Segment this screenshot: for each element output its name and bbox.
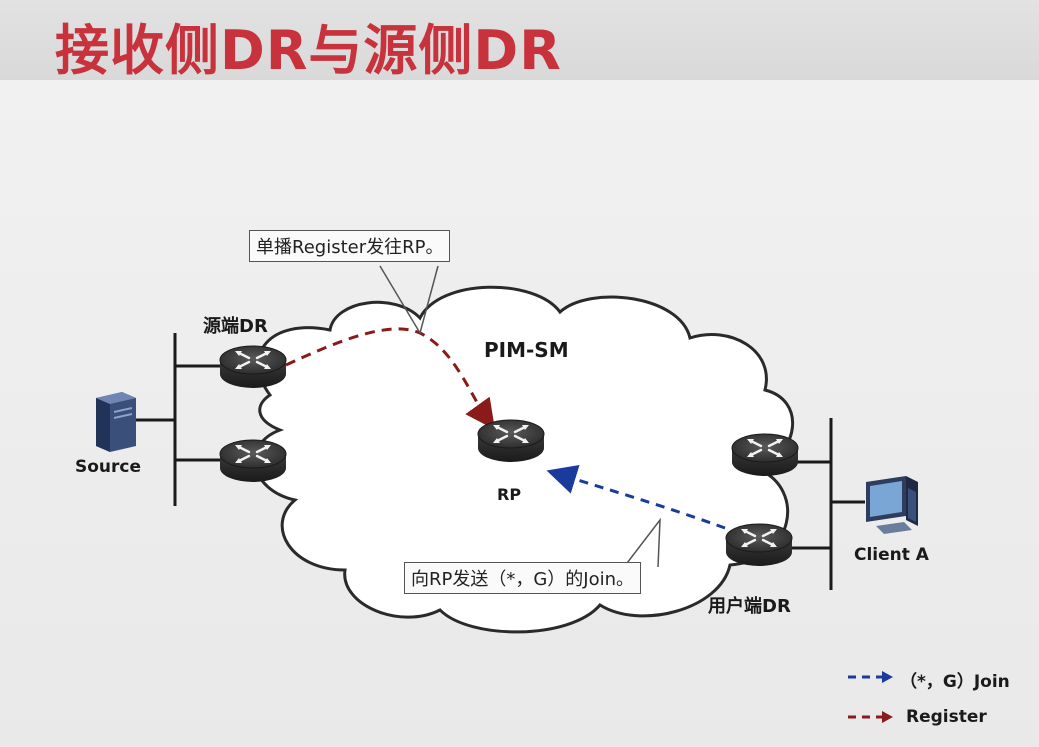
register-callout-pointer: [379, 265, 439, 335]
rp-label: RP: [497, 485, 522, 504]
router-icon: [218, 438, 288, 484]
register-callout: 单播Register发往RP。: [249, 230, 451, 262]
router-icon: [730, 432, 800, 478]
source-dr-router-icon: [218, 344, 288, 390]
join-callout-pointer: [623, 517, 661, 568]
legend-register-symbol: [848, 711, 893, 723]
rp-router-icon: [476, 418, 546, 464]
computer-icon: [866, 476, 918, 534]
legend-join-symbol: [848, 671, 893, 683]
join-callout: 向RP发送（*，G）的Join。: [404, 562, 642, 594]
legend-register-label: Register: [906, 707, 987, 727]
slide-title: 接收侧DR与源侧DR: [55, 19, 562, 82]
join-path: [546, 464, 726, 530]
client-label: Client A: [854, 545, 929, 565]
source-label: Source: [75, 457, 142, 477]
server-icon: [96, 392, 136, 452]
source-dr-label: 源端DR: [203, 316, 268, 337]
title-bar: 接收侧DR与源侧DR: [0, 0, 1039, 82]
legend-join-label: （*，G）Join: [900, 672, 1010, 692]
user-dr-label: 用户端DR: [708, 596, 791, 617]
cloud-label: PIM-SM: [484, 338, 569, 362]
user-dr-router-icon: [724, 522, 794, 568]
